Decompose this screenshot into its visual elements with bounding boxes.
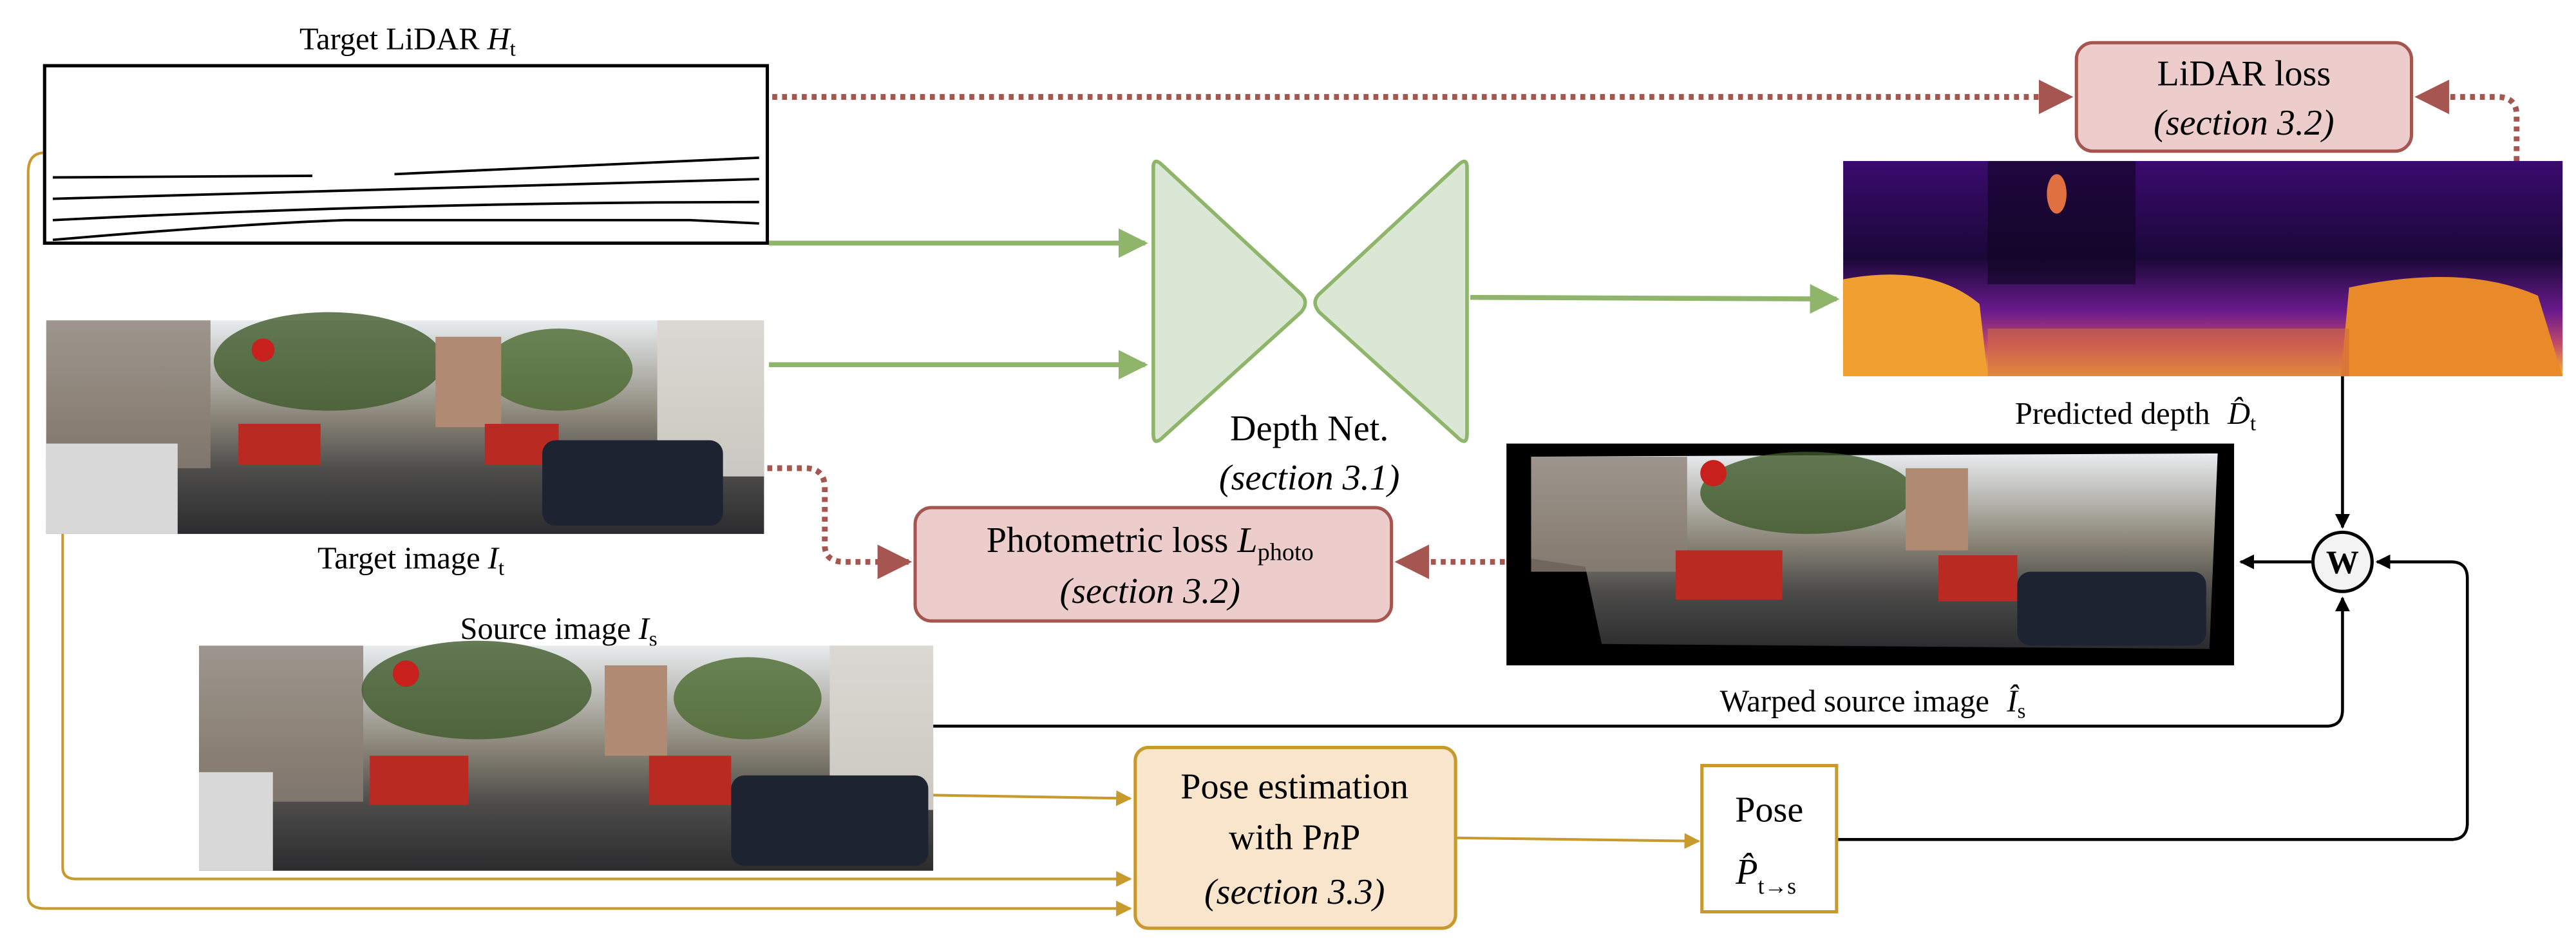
pose-title: Pose [1735,790,1803,830]
lidar-loss-title: LiDAR loss [2157,54,2331,94]
depth-net-section: (section 3.1) [1219,458,1399,498]
gold-connector-pose [1455,833,1701,849]
warped-source-image [1506,443,2235,665]
pose-estimation-line2: with PnP [1229,818,1360,858]
green-arrow-net-to-depth [1470,284,1840,314]
gold-connector-lidar [26,151,1132,917]
warped-image-label: Warped source image Îs [1720,684,2026,723]
predicted-depth-map [1843,160,2563,377]
warp-operator-symbol: W [2326,545,2359,581]
lidar-scan-image [43,64,770,245]
pose-box [1700,763,1839,914]
lidar-label: Target LiDAR Ht [299,23,516,61]
photometric-loss-title: Photometric loss Lphoto [987,520,1314,566]
target-image [46,312,764,534]
pose-estimation-line1: Pose estimation [1180,767,1408,807]
depth-net-title: Depth Net. [1230,409,1388,449]
pose-estimation-box [1133,745,1457,930]
pose-estimation-section: (section 3.3) [1204,872,1385,912]
dotted-target-to-photo [767,465,913,580]
pose-symbol: P̂t→s [1735,852,1796,899]
lidar-loss-box [2074,41,2414,153]
gold-connector-source-image [933,790,1132,806]
arrow-source-to-w [933,596,2350,728]
dotted-depth-to-loss [2414,79,2520,161]
depth-net-decoder [1313,159,1469,443]
source-image-label: Source image Is [460,612,658,651]
source-image [199,640,934,871]
photometric-loss-section: (section 3.2) [1060,571,1240,611]
lidar-loss-section: (section 3.2) [2154,103,2334,143]
photometric-loss-box [913,506,1394,623]
depth-net-encoder [1151,159,1307,443]
warp-operator-node [2311,530,2374,593]
predicted-depth-label: Predicted depth D̂t [2015,396,2257,435]
target-image-label: Target image It [317,541,505,580]
arrow-pose-to-w [1836,554,2469,841]
gold-connector-target-image [61,533,1132,887]
